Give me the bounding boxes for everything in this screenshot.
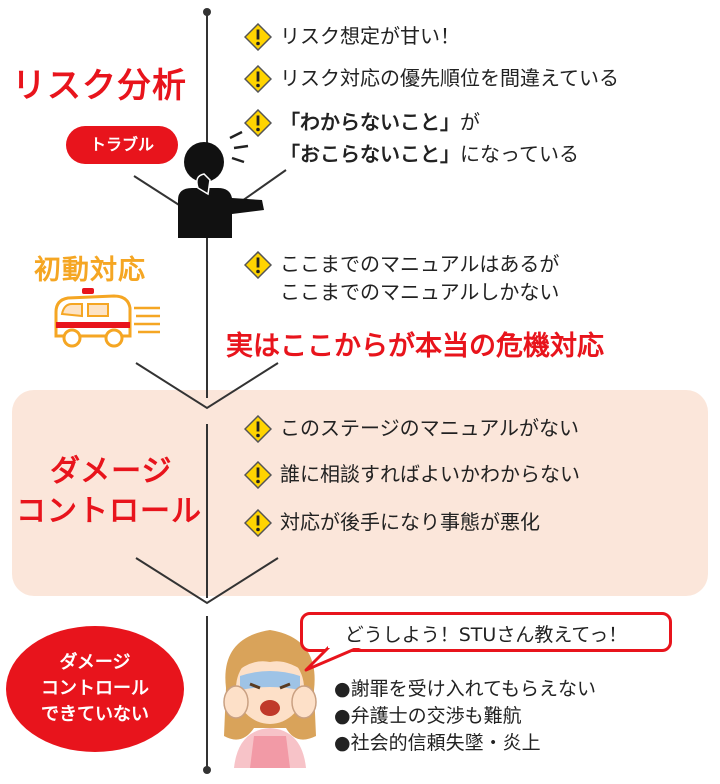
damage-item-1: このステージのマニュアルがない: [244, 414, 579, 443]
damage-control-panel: [12, 390, 708, 596]
failure-label-line-1: ダメージ: [59, 652, 131, 673]
risk-item-bold: 「おこらないこと」: [280, 142, 460, 166]
failure-bullet-list: ●謝罪を受け入れてもらえない ●弁護士の交渉も難航 ●社会的信頼失墜・炎上: [334, 676, 596, 757]
warning-icon: [244, 461, 272, 489]
warning-icon: [244, 251, 272, 279]
risk-item-1: リスク想定が甘い！: [244, 22, 460, 51]
warning-icon: [244, 415, 272, 443]
warning-icon: [244, 23, 272, 51]
warning-icon: [244, 509, 272, 537]
initial-response-title: 初動対応: [34, 255, 146, 286]
damage-control-title-line-2: コントロール: [16, 494, 202, 529]
risk-item-3: 「わからないこと」が 「おこらないこと」になっている: [244, 108, 579, 168]
warning-icon: [244, 109, 272, 137]
list-item: ●謝罪を受け入れてもらえない: [334, 678, 597, 700]
list-item: ●弁護士の交渉も難航: [334, 705, 522, 727]
initial-response-item: ここまでのマニュアルはあるが ここまでのマニュアルしかない: [244, 250, 559, 306]
risk-item-text: リスク想定が甘い！: [280, 24, 460, 48]
worried-woman-icon: [223, 630, 317, 768]
risk-analysis-title: リスク分析: [12, 66, 187, 106]
trouble-badge: トラブル: [66, 126, 178, 164]
damage-item-text: このステージのマニュアルがない: [280, 416, 579, 440]
troubled-person-icon: [178, 130, 264, 238]
crisis-statement: 実はここからが本当の危機対応: [226, 331, 604, 362]
damage-control-title-line-1: ダメージ: [50, 454, 173, 489]
failure-label-line-3: できていない: [41, 704, 149, 725]
initial-response-line-1: ここまでのマニュアルはあるが: [280, 252, 560, 276]
ambulance-icon: [54, 288, 160, 348]
risk-item-text: になっている: [460, 142, 579, 166]
damage-item-2: 誰に相談すればよいかわからない: [244, 460, 580, 489]
risk-item-text: が: [460, 110, 480, 134]
risk-item-2: リスク対応の優先順位を間違えている: [244, 64, 619, 93]
risk-item-bold: 「わからないこと」: [280, 110, 460, 134]
list-item: ●社会的信頼失墜・炎上: [334, 732, 541, 754]
damage-item-text: 対応が後手になり事態が悪化: [280, 510, 540, 534]
damage-item-3: 対応が後手になり事態が悪化: [244, 508, 540, 537]
risk-item-text: リスク対応の優先順位を間違えている: [280, 66, 619, 90]
speech-bubble-tail: [304, 644, 364, 672]
initial-response-line-2: ここまでのマニュアルしかない: [280, 280, 560, 304]
failure-badge: ダメージ コントロール できていない: [6, 626, 184, 752]
failure-label-line-2: コントロール: [41, 678, 149, 699]
damage-item-text: 誰に相談すればよいかわからない: [280, 462, 580, 486]
warning-icon: [244, 65, 272, 93]
